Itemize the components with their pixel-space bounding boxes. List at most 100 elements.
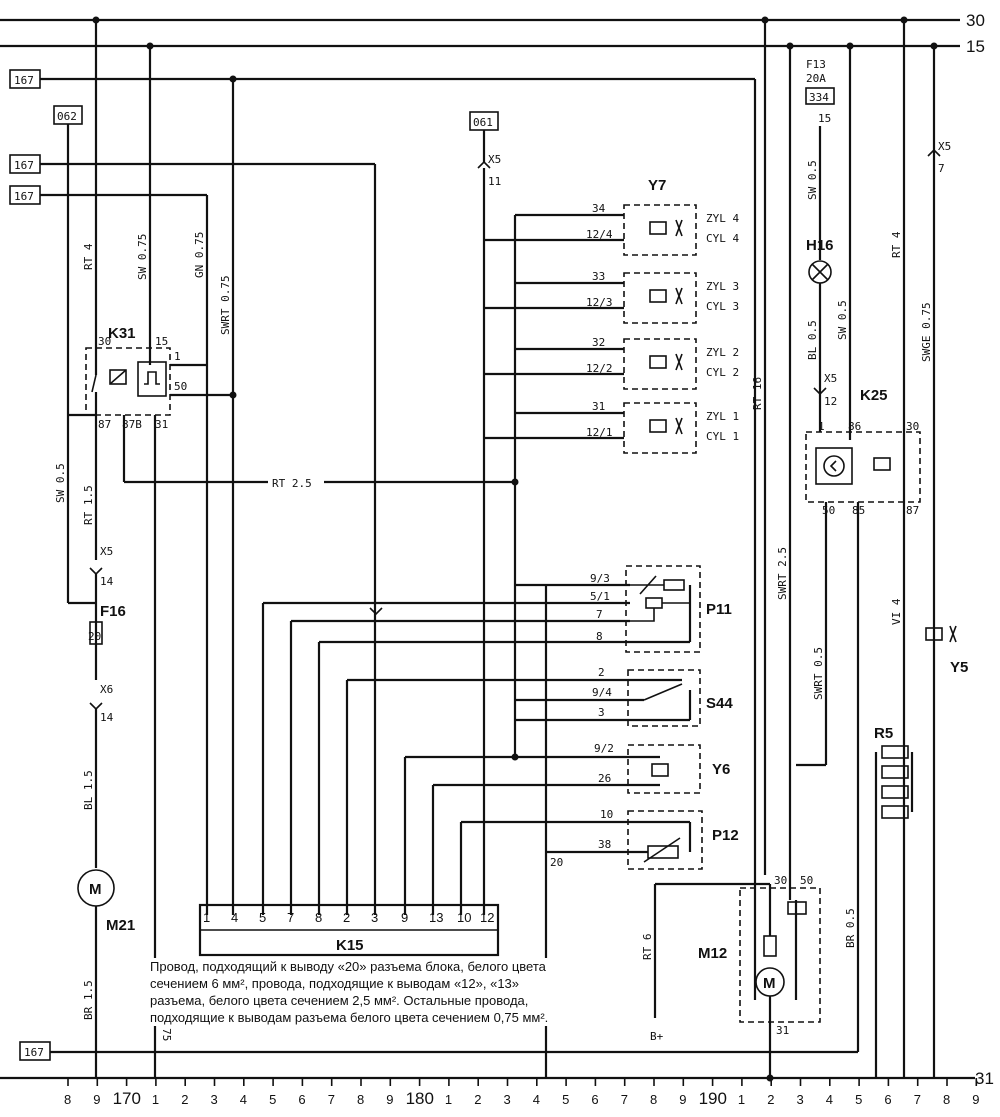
connector-x5-d-pin: 7: [938, 162, 945, 175]
label-rt6: RT 6: [641, 934, 654, 961]
injector-coil-icon: [649, 289, 667, 303]
scale-number: 190: [699, 1089, 727, 1108]
scale-number: 1: [152, 1092, 159, 1107]
s44-pin: 9/4: [592, 686, 612, 699]
h16-label: H16: [806, 237, 834, 254]
scale-number: 180: [406, 1089, 434, 1108]
connector-x5-c-icon: [813, 387, 827, 396]
fuse-f13-label: F13: [806, 58, 826, 71]
scale-number: 170: [113, 1089, 141, 1108]
k25-pin-50: 50: [822, 504, 835, 517]
r5-resistor-icon: [881, 745, 909, 759]
label-sw05-right: SW 0.5: [836, 300, 849, 340]
junction-dot: [229, 75, 237, 83]
k15-pin-label: 12: [480, 910, 494, 925]
f16-fuse-icon: [89, 621, 103, 645]
k15-pin-label: 2: [343, 910, 350, 925]
label-gn075: GN 0.75: [193, 232, 206, 278]
y5-label: Y5: [950, 659, 968, 676]
k25-timer-icon: [815, 447, 853, 485]
k31-pin-15: 15: [155, 335, 168, 348]
injector-valve-icon: [675, 287, 683, 305]
scale-number: 8: [650, 1092, 657, 1107]
injector-coil-icon: [649, 419, 667, 433]
y7-zyl-label: ZYL 2: [706, 346, 739, 359]
f16-pin: 20: [88, 630, 101, 643]
scale-number: 4: [240, 1092, 247, 1107]
injector-valve-icon: [675, 353, 683, 371]
k25-pin-30: 30: [906, 420, 919, 433]
k25-coil-icon: [873, 457, 891, 471]
connector-x5-d: X5: [938, 140, 951, 153]
f16-label: F16: [100, 603, 126, 620]
scale-number: 3: [797, 1092, 804, 1107]
connector-x5-d-icon: [927, 148, 941, 157]
k31-pulse-icon: [144, 371, 160, 385]
scale-number: 7: [328, 1092, 335, 1107]
wiring-note: Провод, подходящий к выводу «20» разъема…: [150, 958, 550, 1026]
s44-pin: 2: [598, 666, 605, 679]
s44-label: S44: [706, 695, 733, 712]
scale-number: 9: [679, 1092, 686, 1107]
scale-number: 1: [445, 1092, 452, 1107]
fuse-f13-pin: 15: [818, 112, 831, 125]
connector-x5-b-pin: 14: [100, 575, 114, 588]
s44-pin: 3: [598, 706, 605, 719]
k15-pin-label: 10: [457, 910, 471, 925]
scale-number: 9: [93, 1092, 100, 1107]
label-sw05-left: SW 0.5: [54, 463, 67, 503]
label-rt25-bg: [268, 474, 324, 490]
junction-dot: [146, 42, 154, 50]
connector-crossing-icon: [369, 607, 383, 616]
y7-pin-b: 12/4: [586, 228, 613, 241]
label-bl05: BL 0.5: [806, 320, 819, 360]
m12-motor-glyph: M: [763, 975, 776, 992]
middle-section: X5 11 Y7 34 12/4 ZYL 4 CYL 4 33 12/3 ZYL: [263, 130, 739, 1078]
ref-334-box: [805, 87, 835, 105]
p11-pin: 7: [596, 608, 603, 621]
injector-coil-icon: [649, 221, 667, 235]
y7-injector-1-box: [623, 402, 697, 454]
ref-167-box-1: [9, 69, 41, 89]
scale-number: 2: [181, 1092, 188, 1107]
k15-pin-label: 7: [287, 910, 294, 925]
k31-pin-1: 1: [174, 350, 181, 363]
rail-15-label: 15: [966, 37, 985, 56]
y7-pin-a: 33: [592, 270, 605, 283]
label-bl15: BL 1.5: [82, 770, 95, 810]
r5-label: R5: [874, 725, 893, 742]
left-section: RT 4 SW 0.75 GN 0.75 SWRT 0.75 K31 30 15…: [40, 16, 377, 1078]
k31-pin-30: 30: [98, 335, 111, 348]
k15-pin-20-label: 20: [550, 856, 563, 869]
scale-number: 1: [738, 1092, 745, 1107]
y7-pin-a: 32: [592, 336, 605, 349]
k25-pin-86: 86: [848, 420, 861, 433]
y6-pin: 26: [598, 772, 611, 785]
r5-resistor-icon: [881, 785, 909, 799]
junction-dot: [511, 478, 519, 486]
k25-label: K25: [860, 387, 888, 404]
s44-box: [627, 669, 701, 727]
m12-box: [739, 887, 821, 1023]
p11-potentiometer-icon: [639, 575, 657, 595]
y7-zyl-label: ZYL 3: [706, 280, 739, 293]
label-rt25: RT 2.5: [272, 477, 312, 490]
ref-167-label-1: 167: [14, 74, 34, 87]
m21-motor-glyph: M: [89, 881, 102, 898]
label-br05: BR 0.5: [844, 908, 857, 948]
k25-clock-icon: [829, 460, 837, 472]
label-rt15: RT 1.5: [82, 485, 95, 525]
k15-pin-label: 1: [203, 910, 210, 925]
k15-pin-label: 3: [371, 910, 378, 925]
scale-number: 5: [269, 1092, 276, 1107]
k31-contact-icon: [91, 374, 97, 393]
connector-x6-pin: 14: [100, 711, 114, 724]
k15-pin-label: 9: [401, 910, 408, 925]
y7-row-2: 32 12/2 ZYL 2 CYL 2: [484, 336, 739, 379]
scale-number: 6: [591, 1092, 598, 1107]
m12-pin-50: 50: [800, 874, 813, 887]
p12-pin: 38: [598, 838, 611, 851]
m21-label: M21: [106, 917, 135, 934]
